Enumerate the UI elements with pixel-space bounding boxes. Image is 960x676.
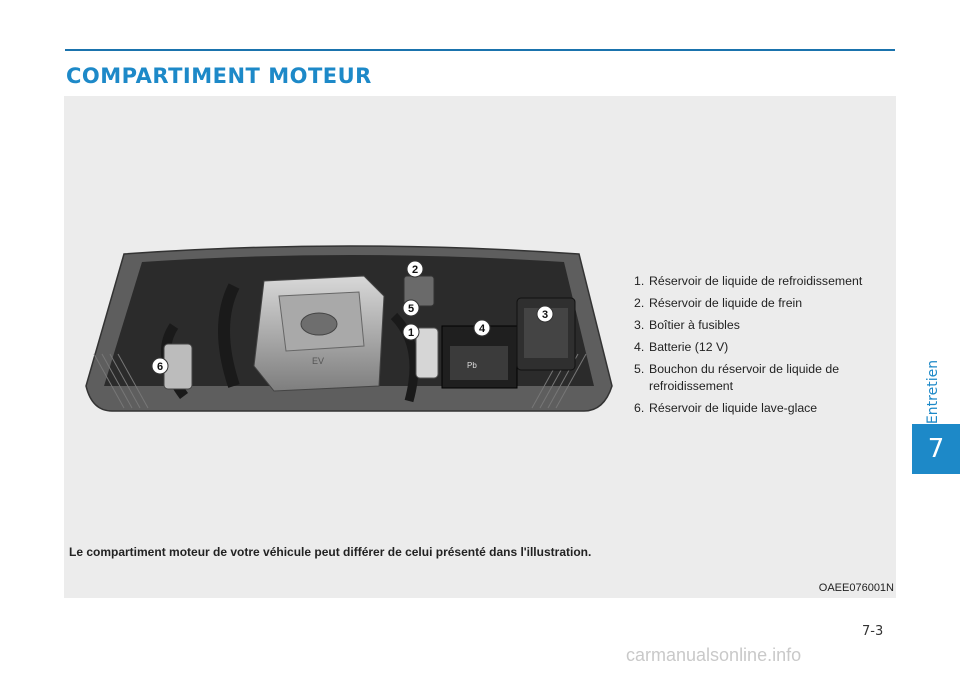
- callout-1: 1: [402, 323, 420, 341]
- engine-badge: EV: [312, 356, 324, 366]
- legend-item: 6.Réservoir de liquide lave-glace: [634, 401, 818, 415]
- legend-item: 3.Boîtier à fusibles: [634, 318, 740, 332]
- callout-5: 5: [402, 299, 420, 317]
- callout-6: 6: [151, 357, 169, 375]
- figure-code: OAEE076001N: [818, 582, 894, 594]
- watermark: carmanualsonline.info: [626, 645, 802, 665]
- component-legend: 1.Réservoir de liquide de refroidissemen…: [634, 273, 879, 422]
- callout-4: 4: [473, 319, 491, 337]
- figure-note: Le compartiment moteur de votre véhicule…: [69, 545, 592, 559]
- svg-text:2: 2: [412, 264, 418, 276]
- top-rule: [65, 49, 895, 51]
- page-title: COMPARTIMENT MOTEUR: [66, 64, 372, 88]
- figure-panel: EV Pb 1 2 3 4 5 6 1.Réservoir de liquide…: [64, 96, 896, 598]
- svg-text:6: 6: [157, 361, 163, 373]
- engine-illustration: EV Pb 1 2 3 4 5 6: [85, 245, 613, 412]
- legend-item: 4.Batterie (12 V): [634, 340, 729, 354]
- svg-text:1: 1: [408, 327, 414, 339]
- legend-item: 1.Réservoir de liquide de refroidissemen…: [634, 274, 863, 288]
- legend-item: 5.Bouchon du réservoir de liquide de ref…: [634, 362, 840, 393]
- svg-text:5: 5: [408, 303, 414, 315]
- legend-item: 2.Réservoir de liquide de frein: [634, 296, 803, 310]
- page-number: 7-3: [862, 624, 884, 639]
- chapter-tab[interactable]: 7: [912, 424, 960, 474]
- section-tab-label[interactable]: Entretien: [925, 359, 942, 425]
- svg-text:4: 4: [479, 323, 486, 335]
- callout-3: 3: [536, 305, 554, 323]
- svg-text:Pb: Pb: [467, 361, 477, 370]
- callout-2: 2: [406, 260, 424, 278]
- svg-text:3: 3: [542, 309, 548, 321]
